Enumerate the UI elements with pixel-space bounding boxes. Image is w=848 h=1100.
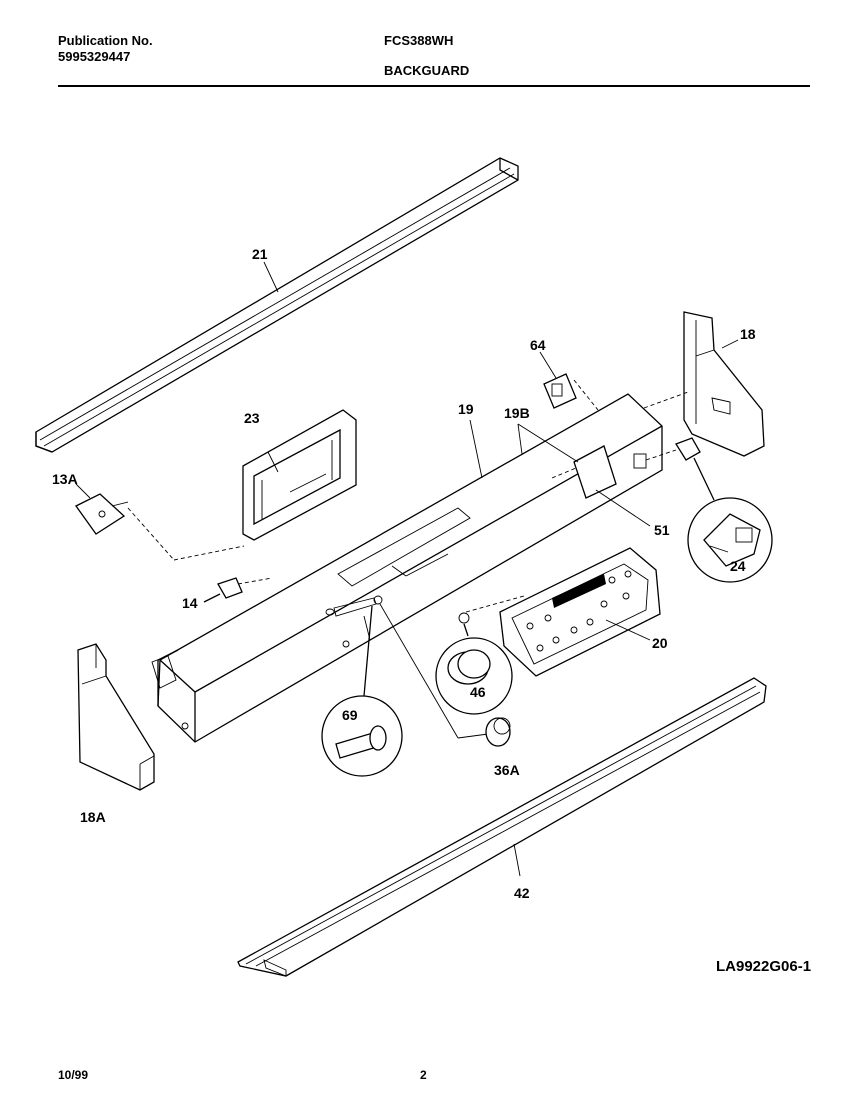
section-title: BACKGUARD — [384, 63, 470, 78]
callout-24: 24 — [730, 558, 746, 574]
callout-42: 42 — [514, 885, 530, 901]
callout-20: 20 — [652, 635, 668, 651]
part-19-backguard-panel — [151, 393, 663, 743]
part-18-right-bracket — [643, 311, 765, 457]
callout-14: 14 — [182, 595, 198, 611]
part-69-screw — [321, 595, 403, 777]
page-number: 2 — [420, 1068, 427, 1082]
callout-19b: 19B — [504, 405, 530, 421]
part-14-clip — [203, 577, 273, 603]
callout-13a: 13A — [52, 471, 78, 487]
callout-18: 18 — [740, 326, 756, 342]
header-rule — [58, 85, 810, 87]
part-21-top-trim — [35, 157, 519, 453]
part-36a-knob — [379, 603, 511, 747]
callout-64: 64 — [530, 337, 546, 353]
model-number: FCS388WH — [384, 33, 454, 48]
part-46-knob — [435, 612, 513, 715]
part-19b-label — [517, 423, 651, 527]
callout-23: 23 — [244, 410, 260, 426]
part-42-bottom-trim — [237, 677, 767, 977]
callout-21: 21 — [252, 246, 268, 262]
part-24-connector — [645, 437, 773, 583]
callout-69: 69 — [342, 707, 358, 723]
callout-46: 46 — [470, 684, 486, 700]
part-64-clip — [539, 351, 599, 411]
part-23-window-frame — [242, 409, 357, 541]
callout-18a: 18A — [80, 809, 106, 825]
publication-number: 5995329447 — [58, 49, 131, 64]
publication-label: Publication No. — [58, 33, 153, 48]
part-13a-bracket — [75, 483, 245, 561]
callout-51: 51 — [654, 522, 670, 538]
part-20-control-board — [465, 547, 661, 677]
part-18a-left-bracket — [77, 643, 155, 791]
callout-19: 19 — [458, 401, 474, 417]
footer-date: 10/99 — [58, 1068, 89, 1082]
callout-36a: 36A — [494, 762, 520, 778]
drawing-number: LA9922G06-1 — [716, 958, 812, 975]
